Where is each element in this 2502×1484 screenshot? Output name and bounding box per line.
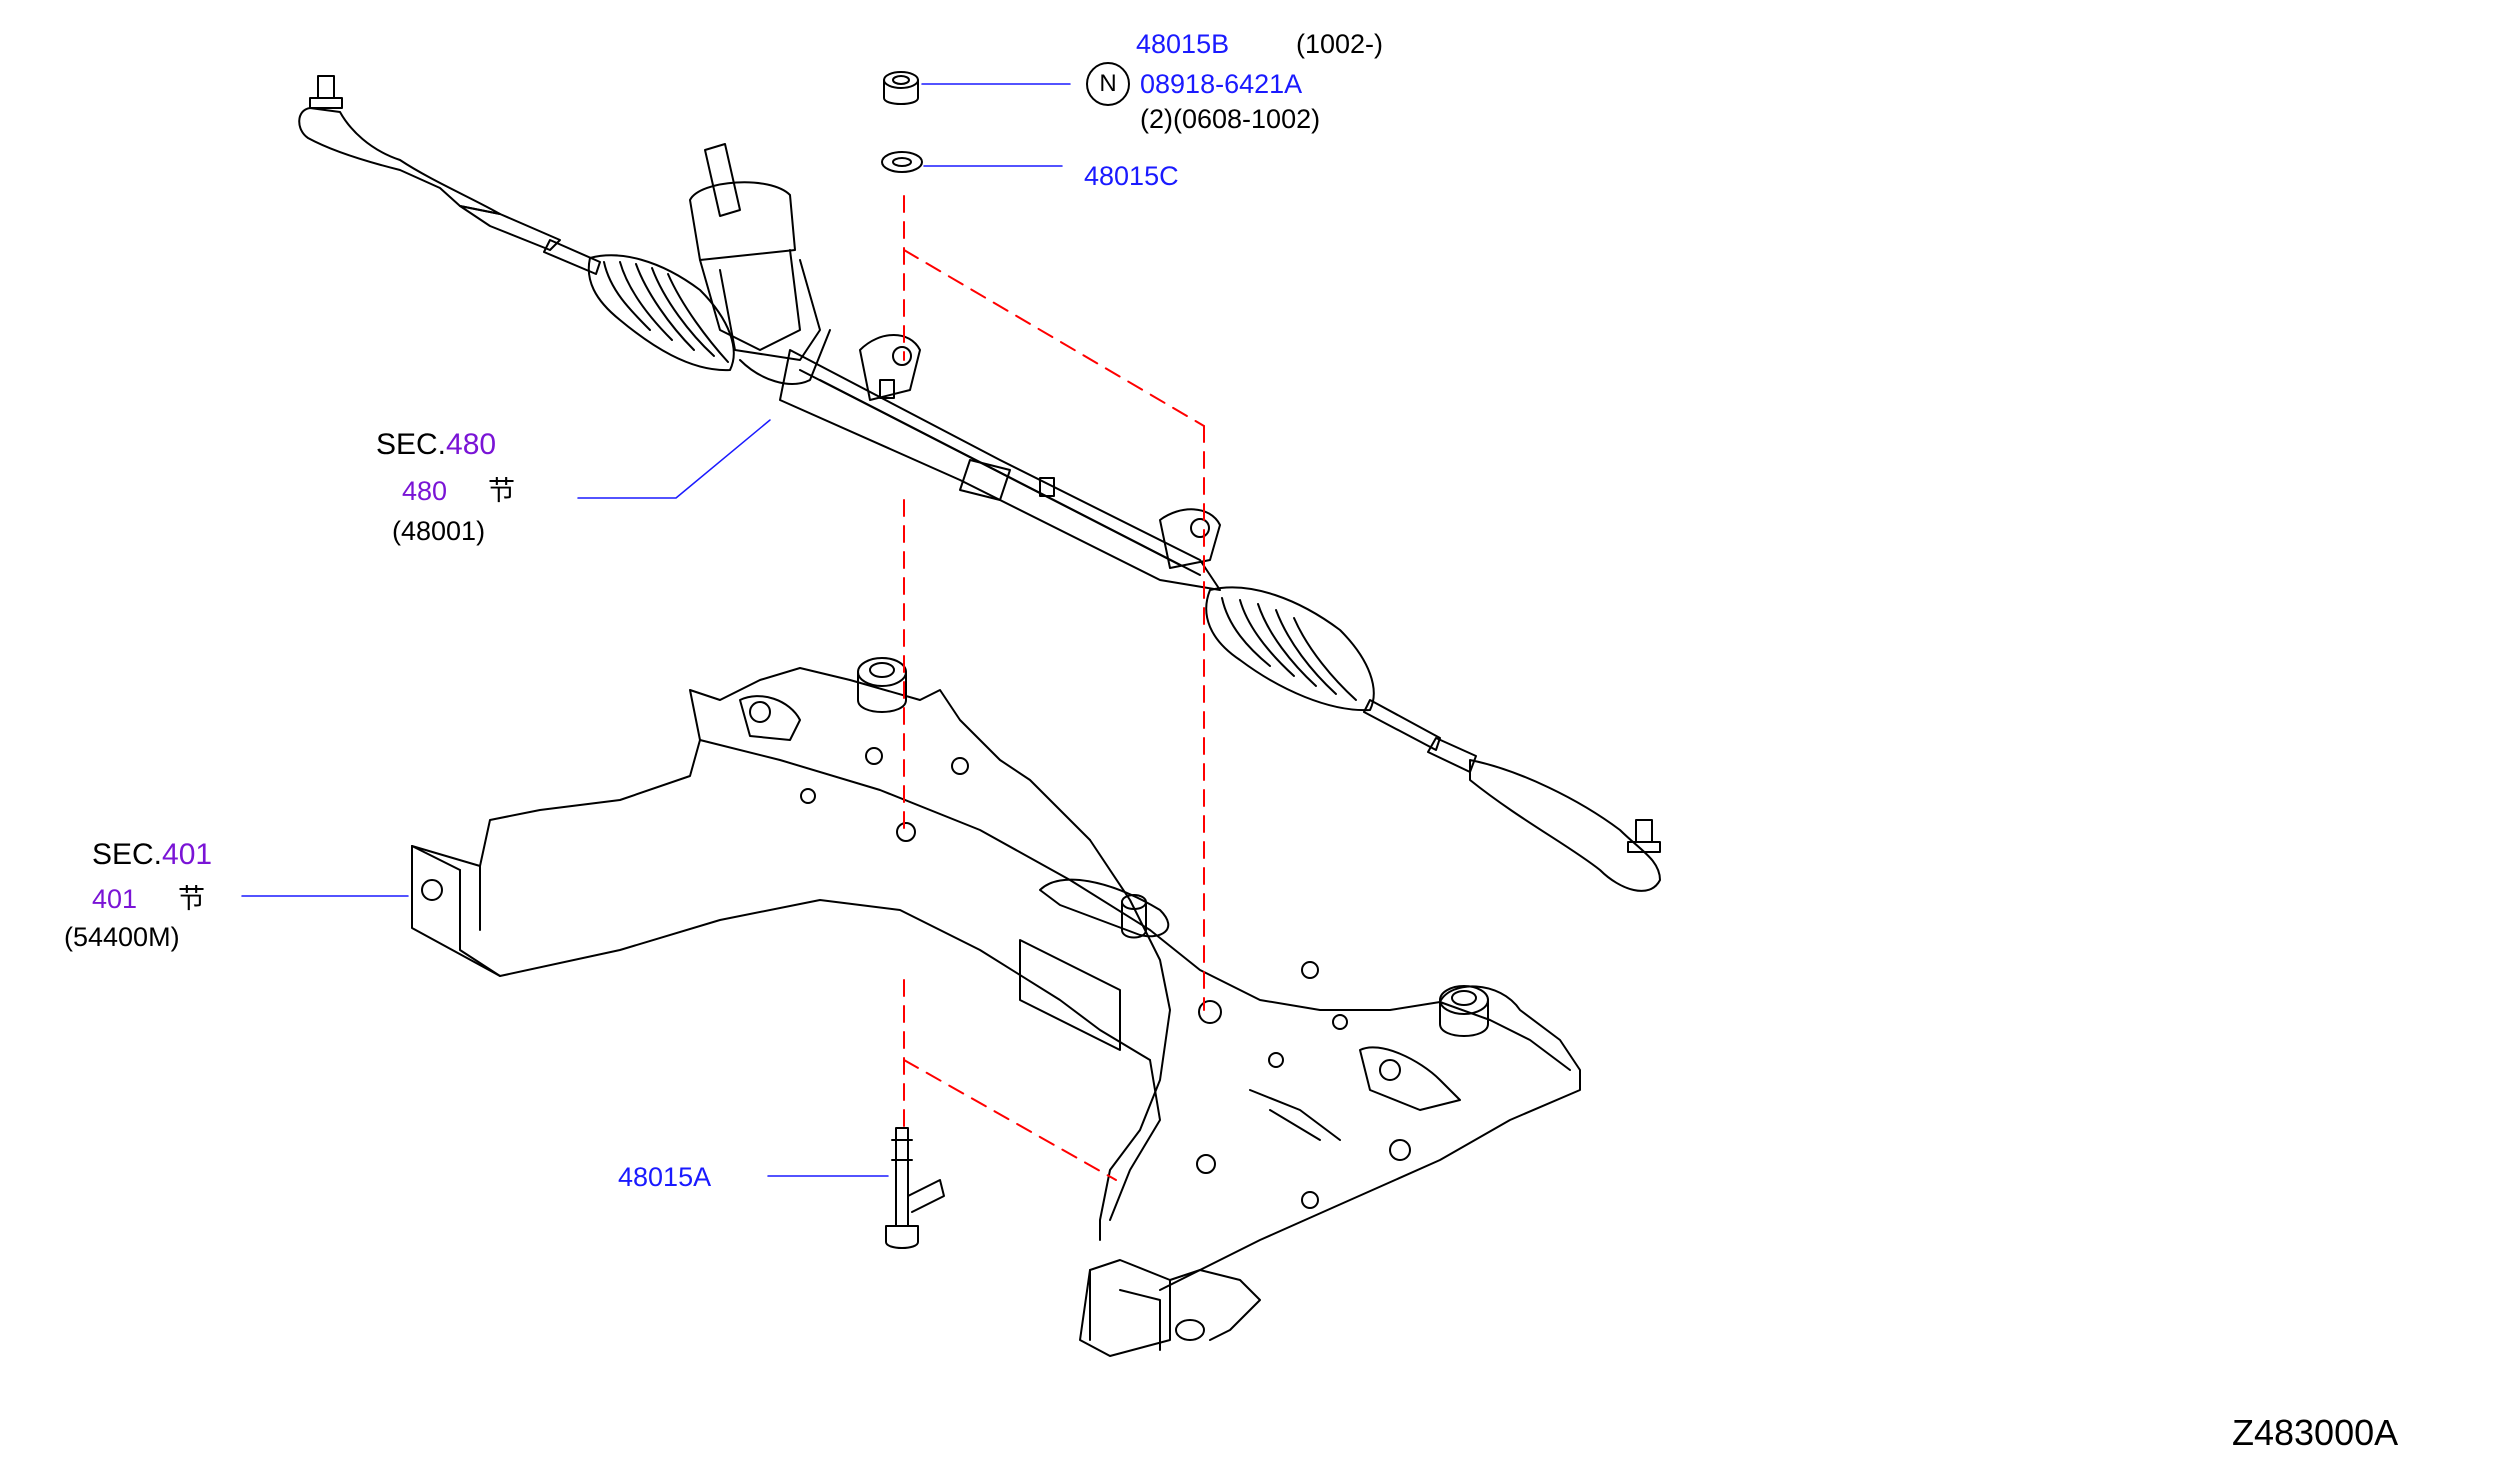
nut-alt-qty-range: (2)(0608-1002) <box>1140 104 1321 134</box>
figure-code: Z483000A <box>2232 1412 2399 1453</box>
nut-alt-part-number[interactable]: 08918-6421A <box>1140 69 1303 99</box>
member-right-end <box>1159 985 1581 1291</box>
member-center-body <box>699 739 1571 1071</box>
sec480-cn: 节 <box>488 476 515 506</box>
right-ball-stud <box>1627 819 1661 853</box>
right-mount-bracket <box>1159 508 1221 569</box>
left-inner-rod <box>543 239 601 275</box>
locating-pin <box>1121 901 1147 939</box>
sec401-prefix: SEC. <box>92 838 163 871</box>
alignment-dashes <box>903 195 1205 1181</box>
washer-48015C <box>881 151 923 173</box>
member-left-arm <box>411 667 1091 867</box>
pinion-housing-top <box>689 181 796 261</box>
leader-sec480 <box>577 419 771 499</box>
left-mount-bracket <box>859 334 921 401</box>
sec480-number: 480 <box>446 428 497 461</box>
member-left-beam <box>411 845 1151 1061</box>
right-inner-rod <box>1363 699 1441 751</box>
member-rear-mount <box>1079 1259 1171 1357</box>
left-bushing <box>857 671 907 713</box>
sec401-section[interactable]: 401 <box>92 884 138 914</box>
rack-housing <box>779 349 1221 591</box>
right-tie-rod <box>1427 737 1477 773</box>
left-tie-rod <box>459 205 561 251</box>
right-tie-rod-end <box>1469 759 1661 892</box>
nut-range: (1002-) <box>1296 29 1384 59</box>
front-suspension-member <box>411 657 1581 1357</box>
member-rear-body <box>1089 839 1171 1241</box>
right-bushing <box>1439 999 1489 1037</box>
member-part-ref: (54400M) <box>64 922 180 952</box>
bolt-48015A <box>885 1127 945 1249</box>
notice-n-symbol: N <box>1086 62 1130 106</box>
washer-part-number[interactable]: 48015C <box>1084 161 1179 191</box>
pinion-shaft <box>704 143 741 217</box>
leader-lines <box>241 83 1071 1177</box>
sec480-prefix: SEC. <box>376 428 447 461</box>
bolt-part-number[interactable]: 48015A <box>618 1162 712 1192</box>
nut-48015B <box>883 71 919 105</box>
sec401-label[interactable]: SEC.401 <box>92 840 212 870</box>
nut-part-number[interactable]: 48015B <box>1136 29 1230 59</box>
steering-gear-assembly <box>298 75 1661 892</box>
sec401-number: 401 <box>162 838 213 871</box>
sec480-section[interactable]: 480 <box>402 476 448 506</box>
steering-gear-part-ref: (48001) <box>392 516 486 546</box>
pinion-housing-body <box>719 259 821 361</box>
left-boot <box>587 254 735 372</box>
left-ball-stud <box>309 75 343 109</box>
left-tie-rod-end <box>298 107 501 215</box>
slot-opening <box>1019 939 1121 1051</box>
right-boot <box>1205 586 1375 712</box>
sec480-label[interactable]: SEC.480 <box>376 430 496 460</box>
sec401-cn: 节 <box>178 884 205 914</box>
